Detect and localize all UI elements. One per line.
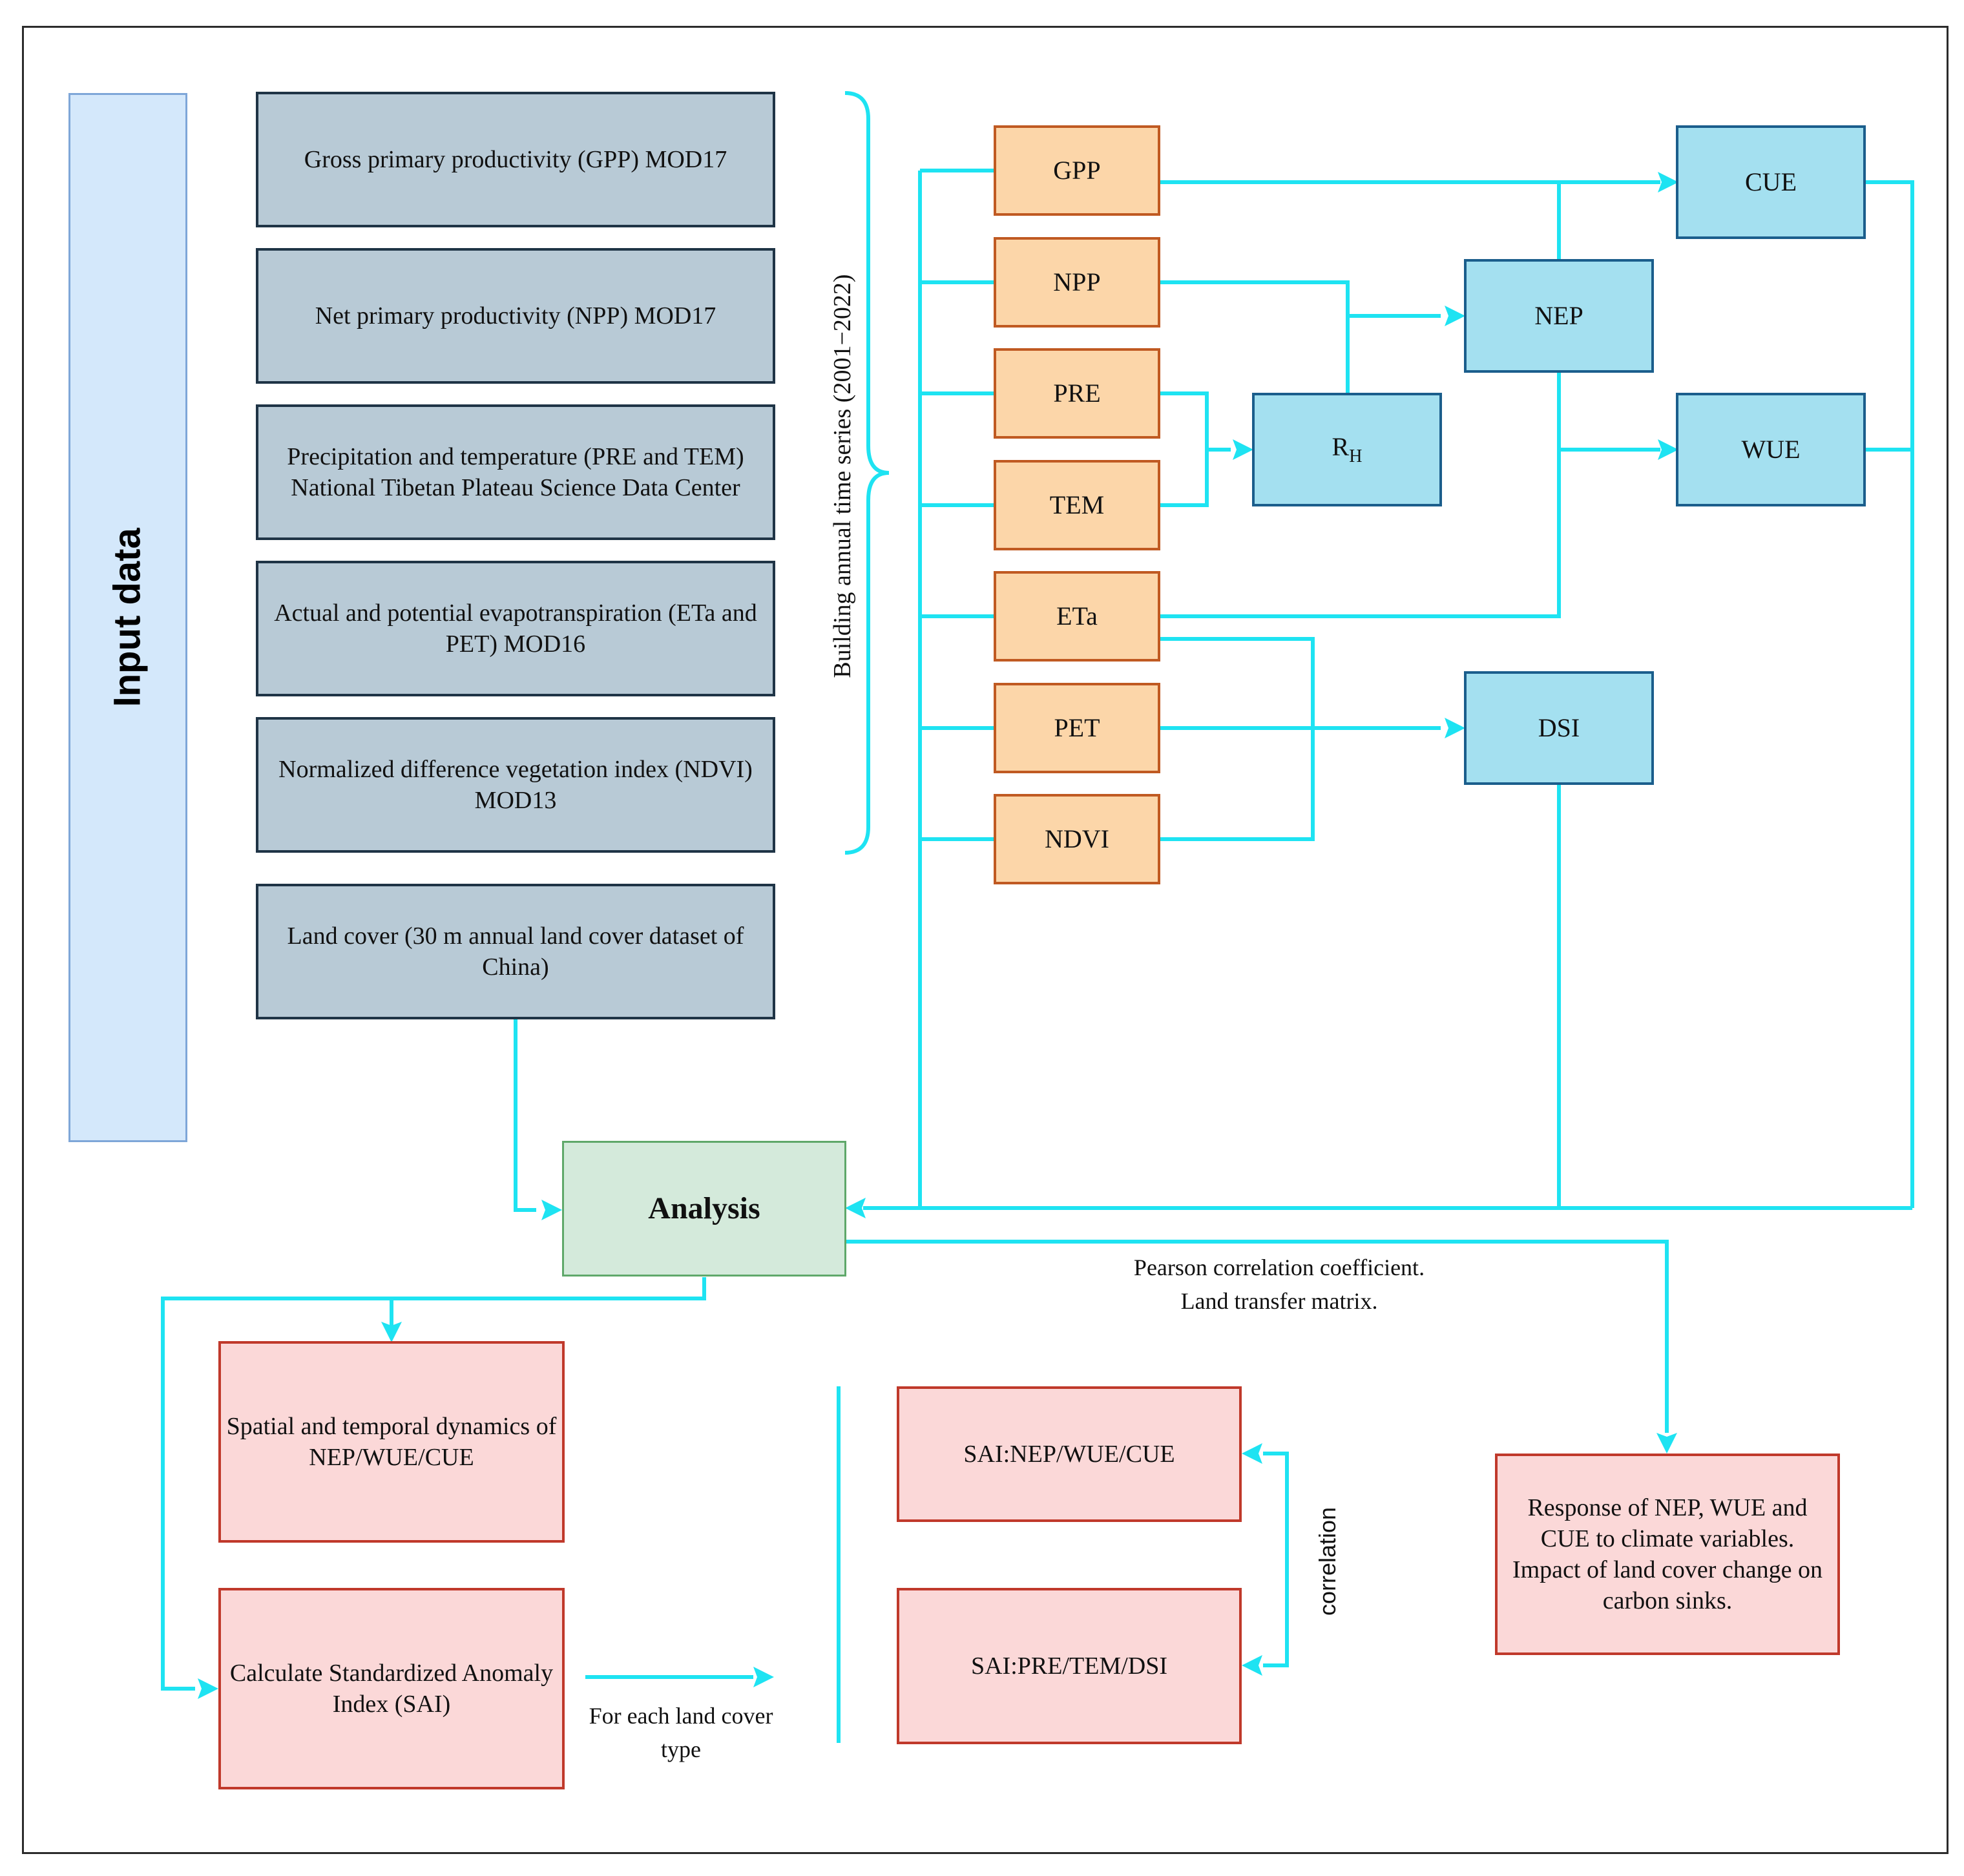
variable-eta-text: ETa [1056,601,1098,631]
input-npp-text: Net primary productivity (NPP) MOD17 [315,302,716,329]
derived-dsi-text: DSI [1538,713,1580,742]
input-gpp-text: Gross primary productivity (GPP) MOD17 [304,145,727,173]
derived-cue-text: CUE [1745,167,1797,196]
for-each-land-cover-label: For each land cover type [589,1703,773,1763]
variable-pet-text: PET [1054,713,1100,742]
input-npp-box: Net primary productivity (NPP) MOD17 [256,248,775,384]
analysis-text: Analysis [648,1191,760,1225]
arrowhead-analysis-right [845,1198,866,1218]
input-data-label: Input data [107,528,149,707]
arrowhead-sai [198,1678,218,1699]
output-sai-text: Calculate Standardized Anomaly Index (SA… [229,1659,554,1718]
variable-tem-text: TEM [1049,490,1105,519]
input-pre-tem-text: Precipitation and temperature (PRE and T… [287,443,744,501]
output-sai-nep-text: SAI:NEP/WUE/CUE [963,1440,1175,1468]
input-ndvi-box: Normalized difference vegetation index (… [256,717,775,853]
input-ndvi-text: Normalized difference vegetation index (… [278,755,753,814]
input-gpp-box: Gross primary productivity (GPP) MOD17 [256,92,775,227]
arrowhead-analysis-left [541,1200,562,1220]
derived-rh-box: RH [1252,393,1442,506]
method-pearson: Pearson correlation coefficient. [1133,1255,1425,1280]
output-response-text: Response of NEP, WUE and CUE to climate … [1512,1494,1823,1615]
variable-ndvi-text: NDVI [1045,824,1109,853]
input-eta-pet-text: Actual and potential evapotranspiration … [274,599,757,658]
output-sai-pre-text: SAI:PRE/TEM/DSI [970,1652,1168,1680]
derived-rh-main: R [1332,432,1350,462]
variable-eta-box: ETa [994,571,1160,662]
correlation-label: correlation [1314,1506,1341,1616]
connector-eta-dsi [1160,637,1315,841]
arrowhead-sai-pre [1242,1655,1262,1676]
method-land-transfer: Land transfer matrix. [1180,1288,1378,1315]
connector-pre-rh [1160,391,1209,507]
time-series-label: Building annual time series (2001−2022) [829,274,856,678]
variable-npp-text: NPP [1053,267,1101,297]
analysis-box: Analysis [562,1141,846,1277]
derived-wue-box: WUE [1676,393,1866,506]
output-sai-box: Calculate Standardized Anomaly Index (SA… [218,1588,565,1789]
input-data-panel: Input data [68,93,187,1142]
derived-nep-box: NEP [1464,259,1654,373]
variable-pre-text: PRE [1053,378,1101,408]
derived-cue-box: CUE [1676,125,1866,239]
arrowhead-for-each [753,1667,774,1687]
connector-nep-wue [1160,371,1561,618]
output-spatial-box: Spatial and temporal dynamics of NEP/WUE… [218,1341,565,1543]
analysis-methods: Pearson correlation coefficient. Land tr… [1047,1251,1512,1318]
derived-nep-text: NEP [1534,300,1583,330]
arrowhead-dsi [1445,718,1465,738]
output-sai-pre-box: SAI:PRE/TEM/DSI [897,1588,1242,1744]
connector-cue-return [1865,180,1914,1208]
outer-frame [22,26,1948,1854]
input-land-cover-box: Land cover (30 m annual land cover datas… [256,884,775,1019]
variable-ndvi-box: NDVI [994,794,1160,884]
input-pre-tem-box: Precipitation and temperature (PRE and T… [256,404,775,540]
connector-correlation [1263,1452,1289,1667]
arrowhead-wue [1658,439,1678,460]
time-series-brace [844,91,890,855]
arrowhead-rh [1233,439,1253,460]
variable-tem-box: TEM [994,460,1160,550]
variable-pet-box: PET [994,683,1160,773]
input-land-cover-text: Land cover (30 m annual land cover datas… [287,922,744,981]
connector-landcover-analysis [514,1018,536,1212]
input-eta-pet-box: Actual and potential evapotranspiration … [256,561,775,696]
variable-npp-box: NPP [994,237,1160,328]
output-sai-nep-box: SAI:NEP/WUE/CUE [897,1386,1242,1522]
arrowhead-cue [1658,172,1678,193]
derived-dsi-box: DSI [1464,671,1654,785]
arrowhead-spatial [381,1322,402,1342]
output-response-box: Response of NEP, WUE and CUE to climate … [1495,1454,1840,1655]
derived-rh-text: RH [1332,431,1363,468]
connector-analysis-response [845,1240,1669,1433]
derived-rh-subscript: H [1349,446,1363,467]
connector-npp-nep [1160,280,1350,393]
arrowhead-sai-nep [1242,1443,1262,1464]
output-spatial-text: Spatial and temporal dynamics of NEP/WUE… [226,1412,557,1471]
variable-gpp-text: GPP [1053,155,1101,185]
arrowhead-nep [1445,306,1465,326]
variable-pre-box: PRE [994,348,1160,439]
arrowhead-response [1656,1433,1677,1454]
connector-analysis-outputs [161,1277,706,1691]
variable-gpp-box: GPP [994,125,1160,216]
derived-wue-text: WUE [1741,434,1801,464]
